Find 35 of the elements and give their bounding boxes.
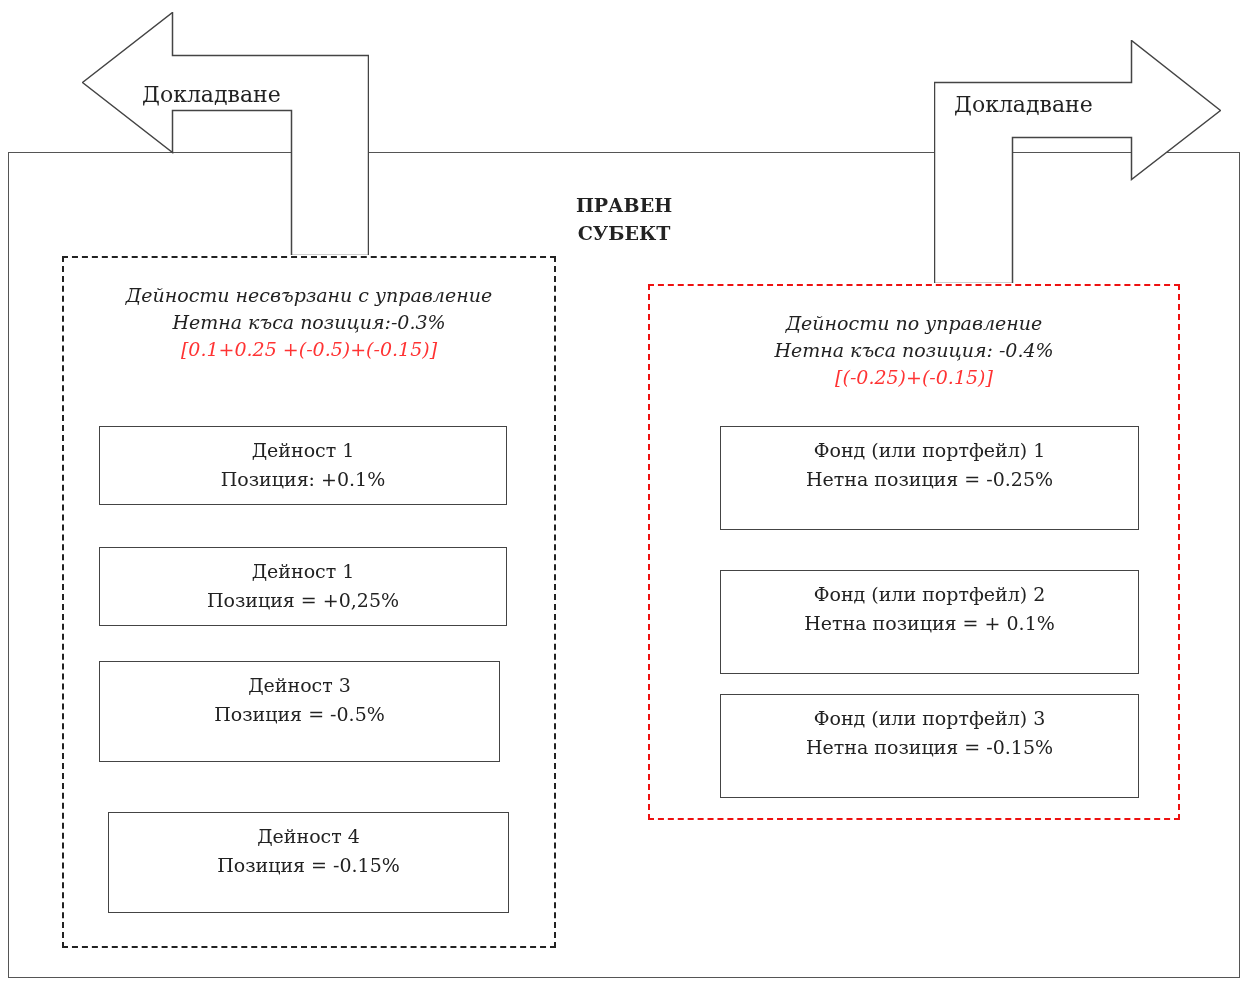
box-label: Позиция = -0.15%	[216, 854, 401, 876]
group-note: [0.1+0.25 +(-0.5)+(-0.15)]	[179, 338, 439, 360]
box-label: Дейност 1	[250, 560, 356, 582]
box-label: Фонд (или портфейл) 3	[812, 707, 1047, 729]
box-label: Фонд (или портфейл) 2	[812, 583, 1047, 605]
box-label: Позиция = +0,25%	[205, 589, 401, 611]
group-note: Нетна къса позиция:-0.3%	[171, 311, 447, 333]
activity-box	[720, 426, 1139, 530]
activity-box	[720, 570, 1139, 674]
group-title: Дейности по управление	[784, 312, 1044, 334]
group-title: Дейности несвързани с управление	[124, 284, 494, 306]
block-arrow	[82, 12, 369, 255]
box-label: Дейност 1	[250, 439, 356, 461]
arrow-label: Докладване	[142, 82, 281, 107]
box-label: Нетна позиция = -0.25%	[804, 468, 1055, 490]
activity-box	[720, 694, 1139, 798]
dashed-group	[62, 256, 556, 948]
group-note: [(-0.25)+(-0.15)]	[834, 366, 994, 388]
box-label: Фонд (или портфейл) 1	[812, 439, 1047, 461]
activity-box	[99, 547, 507, 626]
box-label: Дейност 4	[256, 825, 361, 847]
dashed-group	[648, 284, 1180, 820]
box-label: Нетна позиция = -0.15%	[804, 736, 1055, 758]
arrow-label: Докладване	[954, 92, 1093, 117]
frame-title: ПРАВЕН СУБЕКТ	[574, 193, 674, 246]
entity-frame	[8, 152, 1240, 978]
box-label: Нетна позиция = + 0.1%	[803, 612, 1056, 634]
box-label: Позиция = -0.5%	[213, 703, 386, 725]
activity-box	[99, 661, 500, 762]
block-arrow	[934, 40, 1221, 283]
group-note: Нетна къса позиция: -0.4%	[773, 339, 1055, 361]
box-label: Позиция: +0.1%	[219, 468, 387, 490]
activity-box	[108, 812, 509, 913]
activity-box	[99, 426, 507, 505]
box-label: Дейност 3	[247, 674, 352, 696]
